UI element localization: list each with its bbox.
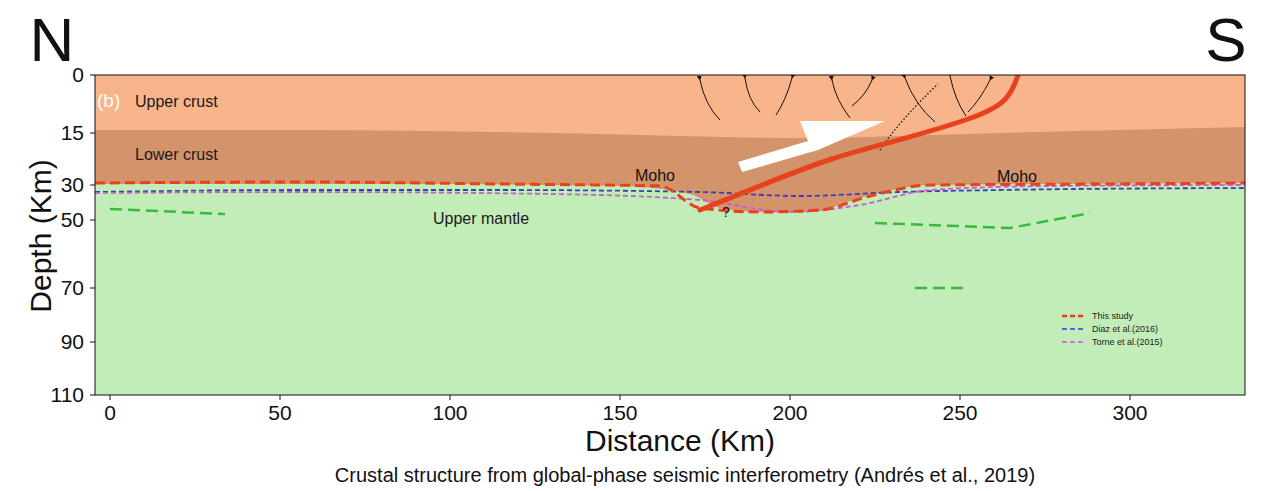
distance-tick: 200 — [772, 401, 807, 424]
depth-tick: 15 — [61, 121, 84, 144]
legend-sample — [1062, 328, 1086, 330]
x-tick — [960, 395, 961, 400]
distance-tick: 150 — [602, 401, 637, 424]
x-tick — [790, 395, 791, 400]
moho-label: Moho — [635, 167, 675, 185]
fault-trace — [852, 80, 872, 106]
depth-tick: 70 — [61, 276, 84, 299]
compass-north: N — [30, 6, 75, 74]
depth-tick: 110 — [51, 383, 84, 406]
x-tick — [450, 395, 451, 400]
axis-title: Depth (Km) — [24, 159, 57, 312]
legend-entry: This study — [1092, 311, 1133, 321]
distance-tick: 250 — [942, 401, 977, 424]
legend-entry: Diaz et al.(2016) — [1092, 324, 1158, 334]
main-thrust — [700, 75, 1018, 210]
x-tick — [280, 395, 281, 400]
query-mark: ? — [722, 205, 730, 220]
distance-tick: 50 — [268, 401, 291, 424]
upper-mantle-band — [95, 183, 1245, 395]
fault-trace — [832, 80, 850, 118]
depth-tick: 0 — [72, 63, 84, 86]
figure-caption: Crustal structure from global-phase seis… — [335, 464, 1035, 486]
y-tick — [90, 395, 95, 396]
depth-tick: 30 — [61, 173, 84, 196]
axis-title: Distance (Km) — [585, 424, 775, 457]
fault-trace — [776, 78, 792, 115]
interface-dash — [110, 209, 225, 214]
plot-frame — [95, 75, 1245, 395]
y-tick — [90, 133, 95, 134]
y-tick — [90, 185, 95, 186]
fault-trace — [745, 78, 760, 112]
this-study-moho-line — [95, 182, 1245, 212]
panel-letter: (b) — [97, 91, 120, 112]
upper-crust-band — [95, 75, 1245, 395]
lower-crust-band — [95, 127, 1245, 395]
interface-dash — [915, 287, 965, 290]
band-name: Upper crust — [135, 93, 218, 111]
distance-tick: 100 — [432, 401, 467, 424]
y-tick — [90, 288, 95, 289]
distance-tick: 300 — [1112, 401, 1147, 424]
fault-trace — [968, 80, 990, 112]
upper-crust-label-area: Upper crust — [95, 75, 1245, 127]
y-tick — [90, 342, 95, 343]
x-tick — [620, 395, 621, 400]
depth-tick: 90 — [61, 330, 84, 353]
band-name: Upper mantle — [433, 210, 529, 228]
fault-trace — [905, 78, 935, 122]
y-tick — [90, 75, 95, 76]
legend-sample — [1062, 341, 1086, 343]
band-name: Lower crust — [135, 146, 218, 164]
legend-entry: Torne et al.(2015) — [1092, 337, 1163, 347]
y-tick — [90, 220, 95, 221]
upper-mantle-label-area: Upper mantle — [95, 196, 1245, 391]
moho-label: Moho — [997, 168, 1037, 186]
interface-dash — [875, 213, 1090, 228]
depth-tick: 50 — [61, 208, 84, 231]
fault-trace — [950, 76, 966, 116]
x-tick — [1130, 395, 1131, 400]
distance-tick: 0 — [104, 401, 116, 424]
legend-sample — [1062, 315, 1086, 318]
x-tick — [110, 395, 111, 400]
compass-south: S — [1205, 6, 1246, 74]
slip-arrow — [738, 121, 885, 172]
fault-trace — [700, 80, 720, 120]
